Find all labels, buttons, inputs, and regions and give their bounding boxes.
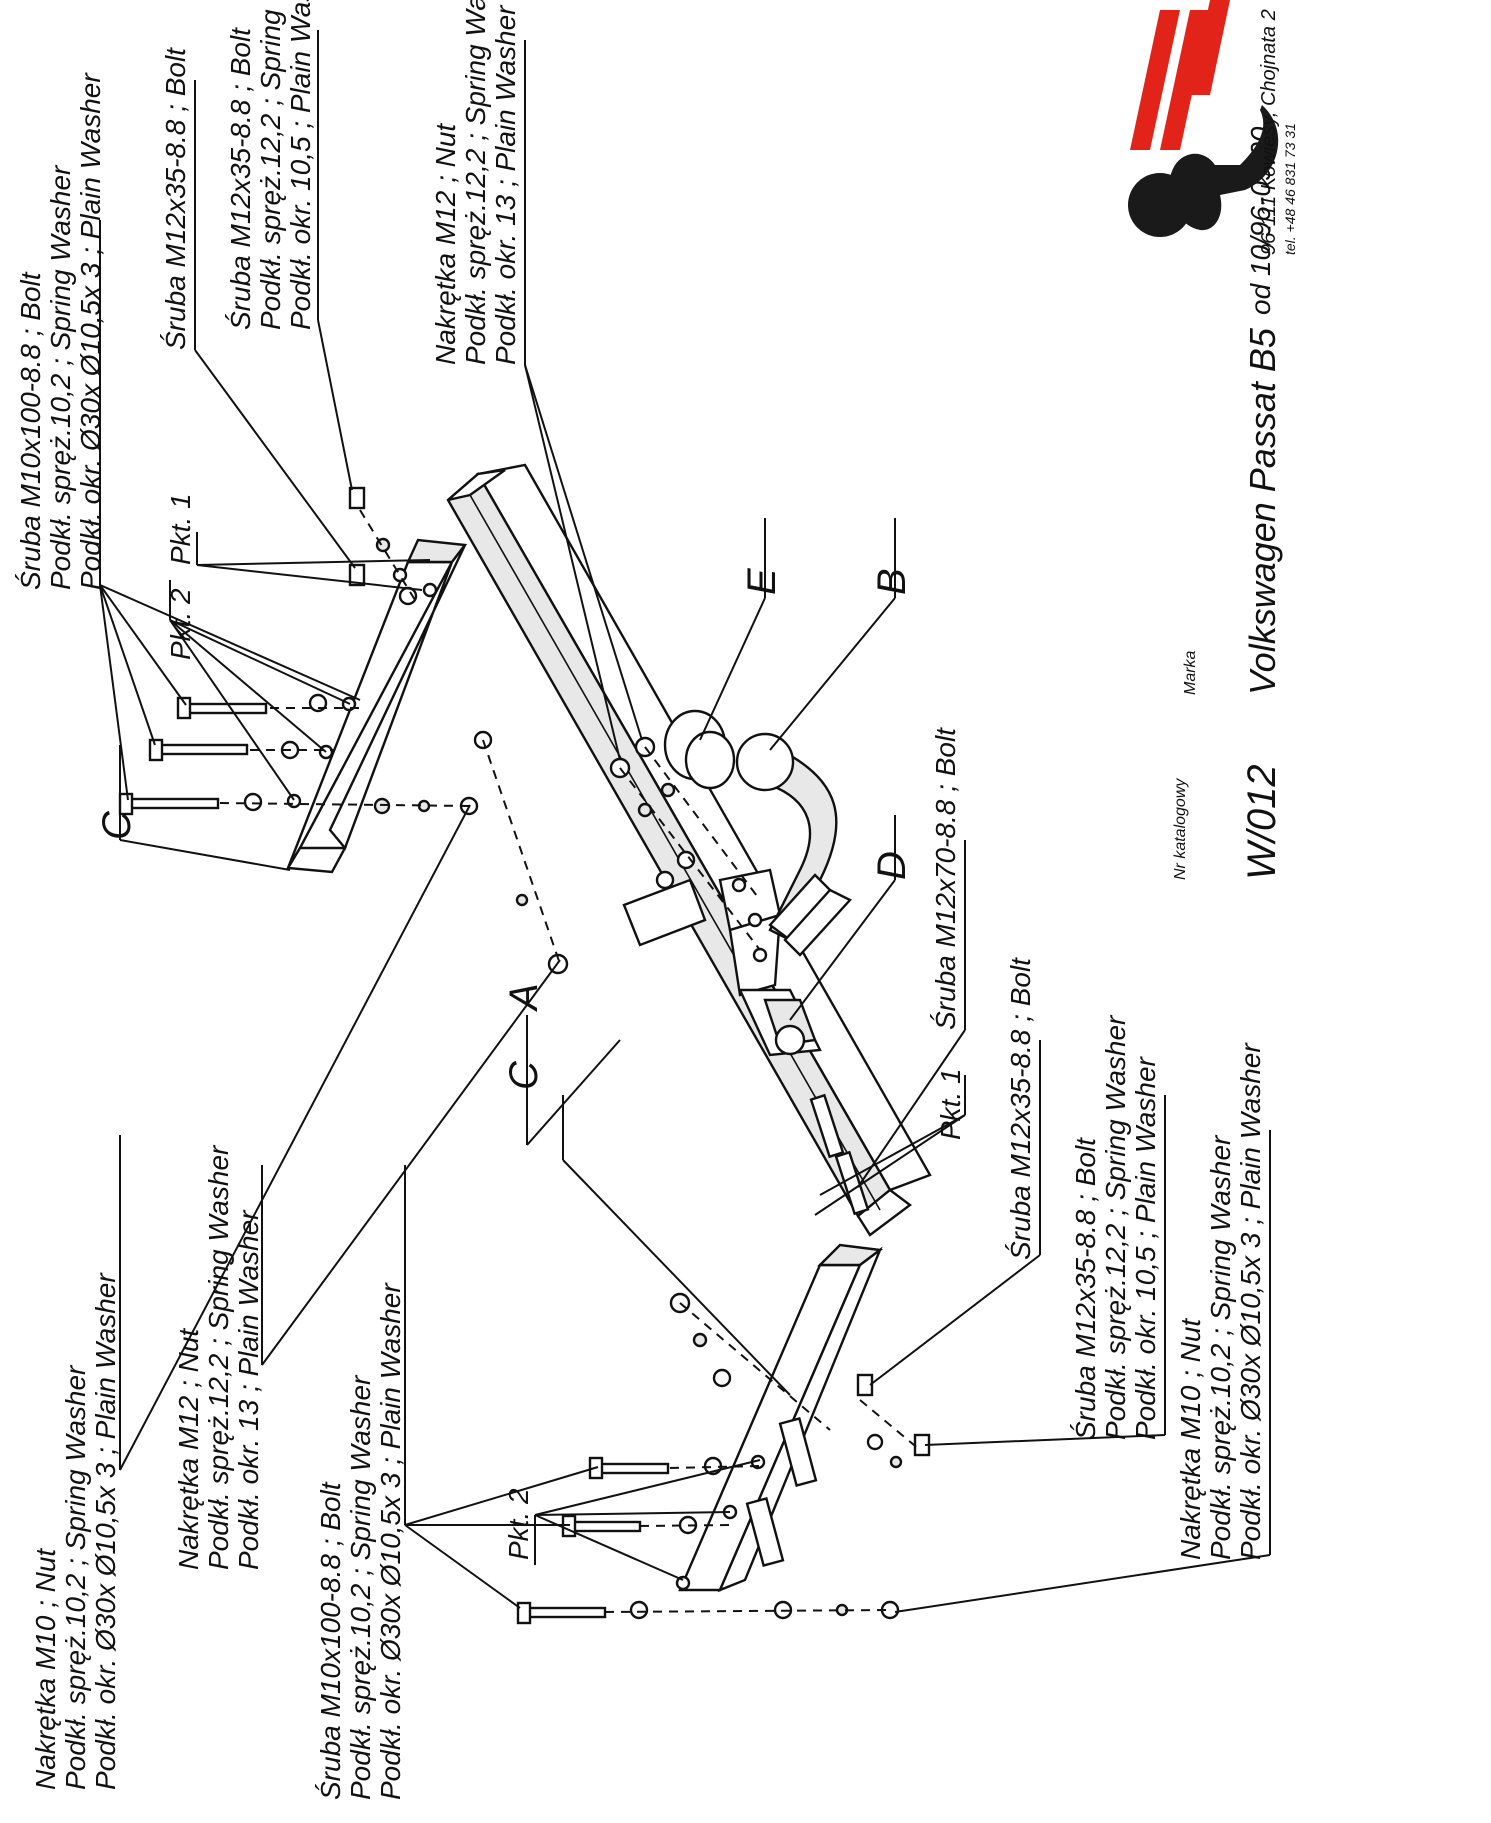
letter-b: B — [870, 568, 914, 595]
callout-bottom-bolt-m12-set: Śruba M12x35-8.8 ; Bolt Podkł. spręż.12,… — [1069, 1008, 1161, 1440]
letter-a: A — [502, 983, 546, 1012]
callout-bolt-m12x70: Śruba M12x70-8.8 ; Bolt — [929, 727, 961, 1030]
ball-neck-b — [735, 732, 852, 957]
callout-tl-nut-m10: Nakrętka M10 ; Nut Podkł. spręż.10,2 ; S… — [30, 1272, 121, 1790]
callout-tr-bolt-m10: Śruba M10x100-8.8 ; Bolt Podkł. spręż.10… — [14, 72, 106, 590]
letter-e: E — [740, 567, 784, 595]
side-bracket-bottom — [675, 1243, 884, 1593]
pkt-2-bottom: Pkt. 2 — [503, 1488, 534, 1560]
socket-plate-d — [738, 988, 822, 1057]
pkt-1-top: Pkt. 1 — [165, 493, 196, 565]
vehicle-model: Volkswagen Passat B5 — [1242, 327, 1283, 695]
letter-d: D — [870, 851, 914, 880]
company-logo: 96-111 Kowiesy, Chojnata 2 tel. +48 46 8… — [1128, 0, 1298, 255]
catalog-number-label: Nr katalogowy — [1172, 778, 1189, 880]
callout-bl-bolt-m10: Śruba M10x100-8.8 ; Bolt Podkł. spręż.10… — [314, 1282, 406, 1800]
assembly-axes — [219, 509, 921, 1613]
imio-logo-wordmark — [1130, 0, 1230, 150]
side-bracket-top — [285, 538, 468, 874]
callout-tr-bolt-m12-set: Śruba M12x35-8.8 ; Bolt Podkł. spręż.12,… — [224, 0, 316, 330]
letter-c-top: C — [95, 810, 139, 840]
ball-mount-plates — [622, 868, 782, 997]
pkt-1-bottom: Pkt. 1 — [935, 1068, 966, 1140]
callout-texts: Nakrętka M10 ; Nut Podkł. spręż.10,2 ; S… — [14, 0, 1266, 1800]
part-letters: C A C E B D Pkt. 1 Pkt. 2 Pkt. 1 Pkt. 2 — [95, 493, 966, 1560]
leader-lines — [99, 30, 1271, 1613]
title-block: Nr katalogowy W/012 Marka Volkswagen Pas… — [1172, 126, 1284, 880]
callout-bottom-nut-m10: Nakrętka M10 ; Nut Podkł. spręż.10,2 ; S… — [1175, 1042, 1266, 1560]
pkt-2-top: Pkt. 2 — [165, 588, 196, 660]
company-address: 96-111 Kowiesy, Chojnata 2 — [1258, 9, 1280, 255]
brand-label: Marka — [1182, 650, 1199, 695]
callout-bottom-bolt-m12-single: Śruba M12x35-8.8 ; Bolt — [1004, 957, 1036, 1260]
callout-tr-bolt-m12-single: Śruba M12x35-8.8 ; Bolt — [159, 47, 191, 350]
catalog-number: W/012 — [1240, 764, 1284, 880]
ball-cap-e — [663, 709, 736, 790]
letter-c-mid: C — [502, 1060, 546, 1090]
callout-tr-nut-m12: Nakrętka M12 ; Nut Podkł. spręż.12,2 ; S… — [430, 0, 521, 365]
fasteners — [118, 486, 931, 1625]
company-phone: tel. +48 46 831 73 31 — [1282, 123, 1298, 255]
parts-drawing — [118, 463, 932, 1625]
callout-tl-nut-m12: Nakrętka M12 ; Nut Podkł. spręż.12,2 ; S… — [173, 1138, 264, 1570]
towball-logo-mark — [1128, 105, 1279, 237]
